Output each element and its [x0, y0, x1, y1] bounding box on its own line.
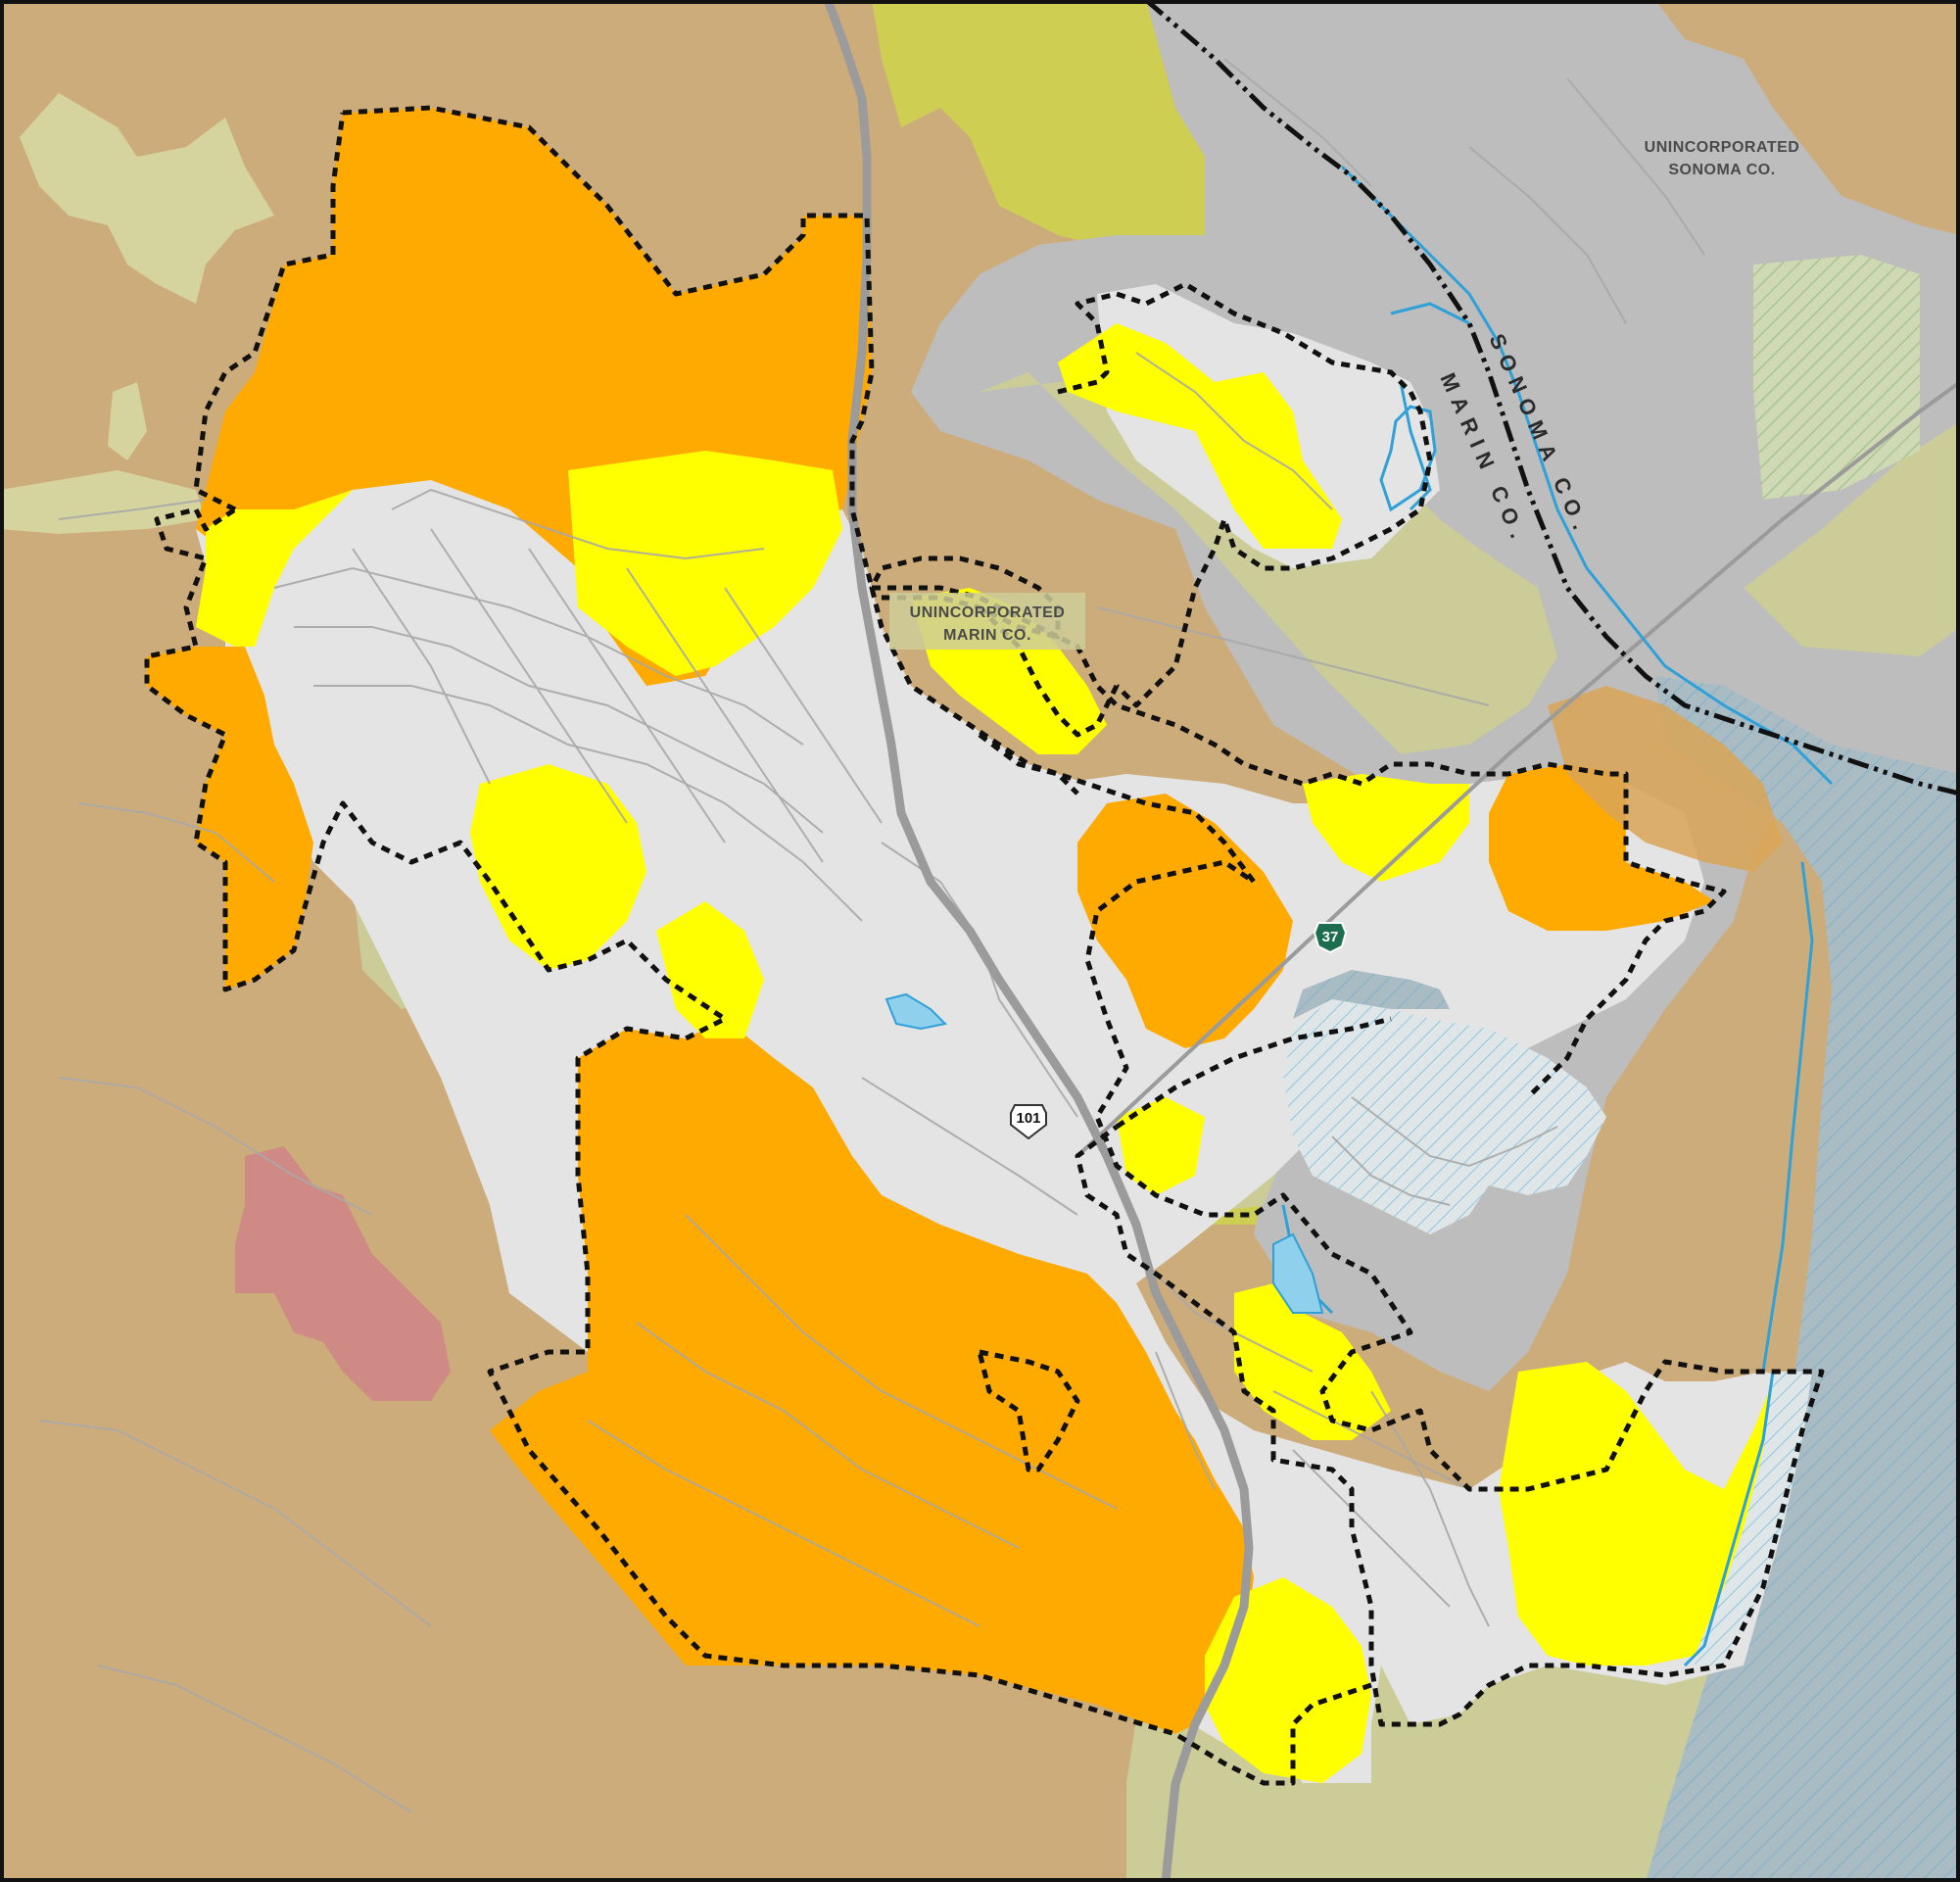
- us-101-shield: 101: [1010, 1104, 1047, 1140]
- moderate-hazard-zone: [1499, 1362, 1773, 1665]
- unincorporated-sonoma-line2: SONOMA CO.: [1668, 162, 1775, 178]
- city-limits-boundary: [144, 105, 1825, 1786]
- moderate-hazard-zone: [1303, 774, 1469, 882]
- open-space-patch: [108, 382, 147, 460]
- olive-zone: [872, 0, 1215, 245]
- county-line: [1144, 0, 1960, 796]
- ca-37-shield-shape: [1313, 922, 1348, 954]
- moderate-hazard-zone: [196, 490, 353, 647]
- label-unincorporated-sonoma: UNINCORPORATED SONOMA CO.: [1645, 139, 1800, 178]
- unincorporated-sonoma-line1: UNINCORPORATED: [1645, 139, 1800, 156]
- high-hazard-zone-west: [147, 647, 313, 989]
- high-hazard-zone-central-east: [1077, 794, 1293, 1048]
- marsh-wetland-hatched: [1283, 999, 1606, 1234]
- high-hazard-zone-east: [1489, 764, 1714, 931]
- bay-water: [1293, 970, 1450, 1019]
- ca-37-shield: 37: [1313, 922, 1348, 954]
- us-101-shield-label: 101: [1016, 1110, 1040, 1127]
- bay-water: [1646, 676, 1960, 1882]
- very-high-hazard-zone: [235, 1146, 451, 1401]
- highway-37: [1076, 380, 1960, 1158]
- moderate-hazard-zone: [1058, 323, 1342, 549]
- open-space-patch: [0, 470, 206, 534]
- moderate-hazard-zone: [656, 901, 764, 1038]
- moderate-hazard-zone: [1205, 1577, 1371, 1783]
- protected-land-hatched: [1753, 255, 1920, 500]
- waterway-pond: [884, 992, 948, 1031]
- high-hazard-zone-south: [490, 1019, 1254, 1734]
- label-background: [889, 593, 1085, 650]
- agricultural-area: [1744, 421, 1960, 656]
- us-101-freeway: [823, 0, 1254, 1882]
- label-unincorporated-marin: UNINCORPORATED MARIN CO.: [889, 593, 1085, 650]
- waterway-pond: [1272, 1232, 1324, 1314]
- open-space-patch: [20, 93, 274, 304]
- ca-37-shield-label: 37: [1322, 929, 1339, 945]
- street-network: [38, 58, 1705, 1813]
- unincorporated-marin-line1: UNINCORPORATED: [910, 604, 1066, 621]
- high-hazard-zone-northeast-tan: [1548, 686, 1783, 872]
- unincorporated-marin-line2: MARIN CO.: [943, 627, 1031, 644]
- moderate-hazard-zone: [568, 451, 842, 676]
- shoreline-hatched: [1695, 1372, 1812, 1665]
- moderate-hazard-zone: [1234, 1283, 1391, 1440]
- us-101-shield-shape: [1010, 1104, 1047, 1140]
- moderate-hazard-zone: [1117, 1097, 1205, 1195]
